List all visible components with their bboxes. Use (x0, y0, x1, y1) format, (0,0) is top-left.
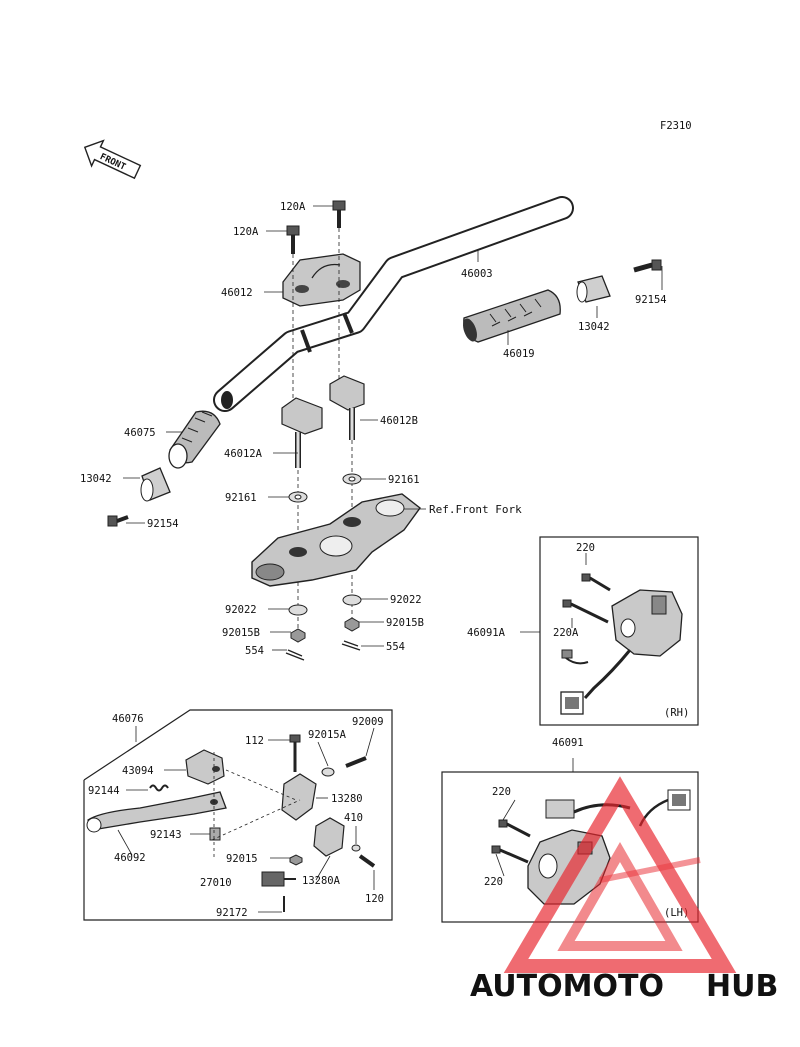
label-46076: 46076 (112, 713, 144, 725)
cotter-pin-554-right (341, 640, 361, 651)
label-27010: 27010 (200, 877, 232, 889)
label-554-left: 554 (245, 645, 264, 657)
label-120: 120 (365, 893, 384, 905)
label-220-lh-top: 220 (492, 786, 511, 798)
part-labels: 120A 120A 46003 46012 92154 13042 46019 … (80, 201, 667, 919)
washer-92022-left (288, 604, 308, 616)
lever-assembly-box (83, 709, 393, 921)
label-220-lh-bottom: 220 (484, 876, 503, 888)
label-554-right: 554 (386, 641, 405, 653)
grip-right-46019 (463, 289, 561, 343)
label-46012a: 46012A (224, 448, 263, 460)
label-92009: 92009 (352, 716, 384, 728)
label-92143: 92143 (150, 829, 182, 841)
cotter-pin-554-left (285, 649, 305, 661)
label-112: 112 (245, 735, 264, 747)
grip-left-46075 (168, 410, 221, 469)
upper-clamp-part (282, 253, 361, 307)
lh-switch-box (441, 758, 699, 923)
label-46012b: 46012B (380, 415, 418, 427)
label-92172: 92172 (216, 907, 248, 919)
watermark-part1: AUTOMOTO (470, 969, 664, 1004)
label-92161-left: 92161 (225, 492, 257, 504)
label-92015b-left: 92015B (222, 627, 260, 639)
diagram-code: F2310 (660, 120, 692, 132)
label-410: 410 (344, 812, 363, 824)
label-92015: 92015 (226, 853, 258, 865)
nut-92015b-left (290, 628, 306, 643)
label-92154-left: 92154 (147, 518, 179, 530)
label-92022-right: 92022 (390, 594, 422, 606)
watermark-part2: HUB (706, 969, 778, 1004)
lower-holder-46012a (281, 397, 323, 468)
watermark-text: AUTOMOTO HUB (470, 969, 778, 1004)
rh-switch-box (539, 536, 699, 726)
label-13042-right: 13042 (578, 321, 610, 333)
label-92015a: 92015A (308, 729, 347, 741)
label-92161-right: 92161 (388, 474, 420, 486)
bolt-120a-top (332, 200, 346, 228)
label-220-rh: 220 (576, 542, 595, 554)
label-120a-top: 120A (280, 201, 306, 213)
label-46075: 46075 (124, 427, 156, 439)
front-arrow-icon: FRONT (83, 139, 142, 180)
bolt-120a-left (286, 225, 300, 254)
label-43094: 43094 (122, 765, 154, 777)
label-92144: 92144 (88, 785, 120, 797)
handlebar-part (213, 196, 574, 412)
lower-holder-46012b (329, 375, 365, 440)
watermark-logo-icon (503, 776, 737, 973)
weight-13042-left (140, 467, 171, 502)
label-ref-front-fork: Ref.Front Fork (429, 503, 522, 516)
triple-clamp-part (251, 493, 421, 587)
label-46003: 46003 (461, 268, 493, 280)
rh-tag: (RH) (664, 707, 689, 719)
label-92154-right: 92154 (635, 294, 667, 306)
washer-92022-right (342, 594, 362, 606)
label-92015b-right: 92015B (386, 617, 424, 629)
label-13042-left: 13042 (80, 473, 112, 485)
label-120a-left: 120A (233, 226, 259, 238)
label-46019: 46019 (503, 348, 535, 360)
weight-13042-right (576, 275, 611, 303)
nut-92015b-right (344, 617, 360, 632)
label-92022-left: 92022 (225, 604, 257, 616)
label-46092: 46092 (114, 852, 146, 864)
screw-92154-left (107, 515, 129, 527)
label-13280: 13280 (331, 793, 363, 805)
label-46091a: 46091A (467, 627, 506, 639)
label-13280a: 13280A (302, 875, 341, 887)
label-46091: 46091 (552, 737, 584, 749)
label-46012: 46012 (221, 287, 253, 299)
label-220a-rh: 220A (553, 627, 579, 639)
screw-92154-right (633, 259, 662, 273)
